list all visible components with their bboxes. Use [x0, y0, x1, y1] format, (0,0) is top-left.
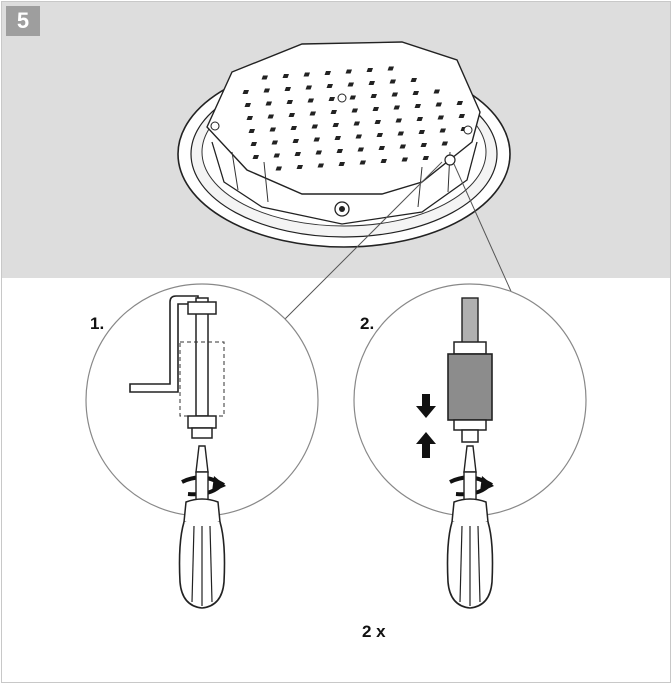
led-chip: [307, 98, 314, 103]
led-chip: [422, 156, 429, 160]
led-chip: [338, 162, 345, 166]
led-chip: [372, 107, 379, 111]
led-chip: [328, 97, 335, 101]
led-chip: [433, 89, 440, 94]
arrow-down-icon: [416, 394, 436, 418]
led-chip: [458, 114, 465, 118]
led-chip: [416, 117, 423, 121]
led-chip: [441, 141, 448, 146]
led-chip: [305, 85, 312, 90]
led-chip: [401, 157, 408, 162]
screwdriver-icon: [178, 471, 226, 609]
allen-key-icon: [129, 295, 199, 393]
led-chip: [368, 81, 375, 85]
led-chip: [336, 149, 343, 153]
led-chip: [263, 88, 270, 93]
led-chip: [284, 87, 291, 91]
led-chip: [435, 102, 442, 107]
led-chip: [437, 115, 444, 120]
led-chip: [353, 121, 360, 126]
led-chip: [366, 68, 373, 72]
led-chip: [378, 146, 385, 150]
led-chip: [399, 144, 406, 149]
arrow-up-icon: [416, 432, 436, 458]
led-chip: [324, 71, 331, 75]
led-chip: [357, 147, 364, 152]
led-chip: [395, 118, 402, 123]
led-chip: [332, 123, 339, 127]
led-chip: [248, 129, 256, 133]
led-chip: [389, 79, 396, 84]
led-chip: [271, 140, 278, 145]
led-chip: [252, 155, 259, 159]
led-chip: [334, 136, 341, 140]
led-chip: [387, 66, 394, 71]
led-chip: [351, 108, 358, 113]
led-chip: [286, 100, 293, 104]
led-chip: [349, 95, 356, 100]
led-chip: [456, 101, 463, 105]
led-chip: [261, 75, 268, 80]
led-chip: [347, 82, 354, 87]
led-chip: [412, 91, 419, 95]
detail-circle-1: [85, 283, 319, 517]
screwdriver-icon-2: [446, 471, 494, 609]
led-chip: [244, 103, 251, 107]
led-chip: [242, 90, 249, 94]
led-chip: [355, 134, 362, 139]
led-chip: [359, 160, 366, 165]
led-chip: [418, 130, 425, 134]
led-chip: [250, 142, 257, 146]
led-chip: [374, 120, 381, 124]
led-chip: [303, 72, 310, 77]
luminaire-panel-icon: [177, 41, 511, 248]
led-chip: [311, 124, 318, 129]
led-chip: [313, 137, 320, 142]
led-chip: [273, 153, 280, 158]
led-chip: [414, 104, 421, 108]
led-chip: [246, 116, 253, 120]
led-chip: [265, 101, 272, 106]
step-number-badge: 5: [6, 6, 40, 36]
detail-label-1: 1.: [90, 314, 105, 333]
detail-circle-2: [353, 283, 587, 517]
led-chip: [326, 84, 333, 88]
led-chip: [269, 127, 276, 132]
led-chip: [397, 131, 404, 136]
led-chip: [391, 92, 398, 97]
led-chip: [330, 110, 337, 114]
led-chip: [309, 111, 316, 116]
led-chip: [315, 150, 322, 155]
led-chip: [370, 94, 377, 98]
led-chip: [275, 166, 282, 171]
led-chip: [410, 78, 417, 82]
led-chip: [294, 152, 301, 156]
quantity-label: 2 x: [362, 622, 386, 641]
led-chip: [420, 143, 427, 147]
led-chip: [288, 113, 295, 117]
led-chip: [267, 114, 274, 119]
led-chip: [290, 126, 297, 130]
led-chip: [296, 165, 303, 169]
led-chip: [393, 105, 400, 110]
led-chip: [317, 163, 324, 168]
led-chip: [376, 133, 383, 137]
led-chip: [380, 159, 387, 163]
led-chip: [282, 74, 289, 78]
led-chip: [439, 128, 446, 133]
detail-label-2: 2.: [360, 314, 375, 333]
led-chip: [292, 139, 299, 143]
led-chip: [345, 69, 352, 74]
